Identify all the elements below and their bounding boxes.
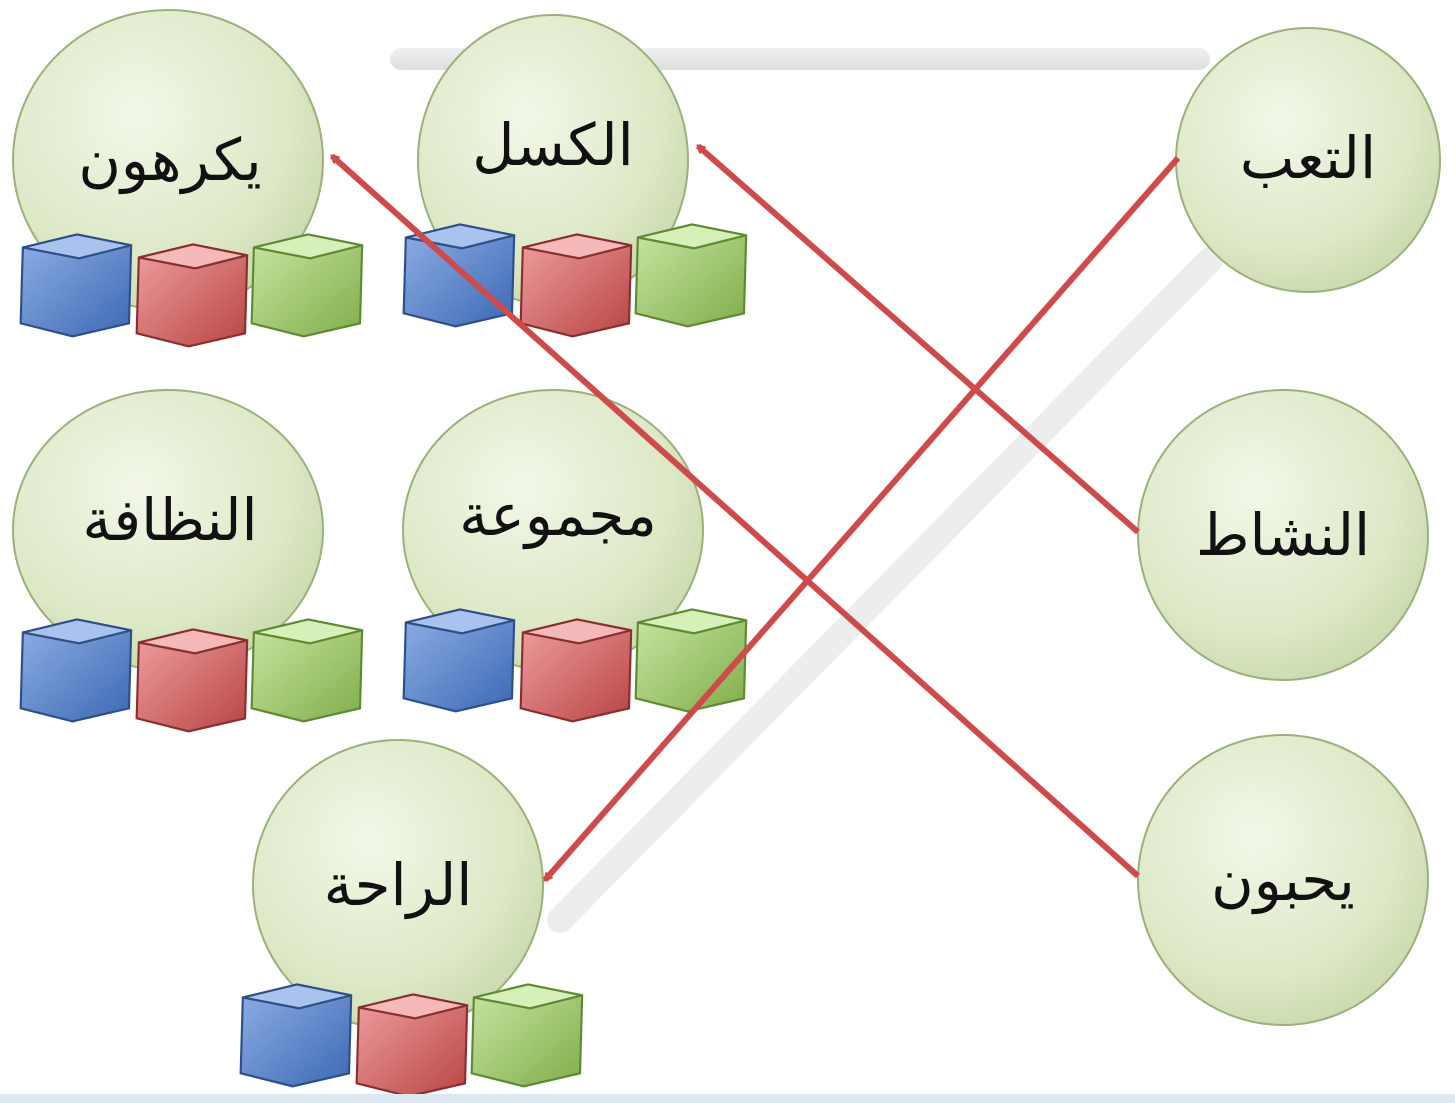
blue-cube-icon — [19, 618, 133, 723]
green-cube-icon — [634, 608, 748, 713]
left-node-group-3: النظافة — [12, 389, 364, 733]
left-node-group-1: يكرهون — [12, 9, 364, 348]
node-circle-right-2 — [1137, 389, 1429, 681]
right-node-group-2: النشاط — [1137, 389, 1429, 681]
node-label-left-3[interactable]: النظافة — [82, 486, 257, 554]
blue-cube-icon — [402, 608, 516, 713]
red-cube-icon — [519, 233, 633, 338]
node-label-left-2[interactable]: الكسل — [472, 111, 633, 179]
node-label-right-3[interactable]: يحبون — [1211, 846, 1355, 915]
node-label-left-5[interactable]: الراحة — [324, 851, 473, 920]
node-label-right-2[interactable]: النشاط — [1196, 501, 1370, 569]
left-node-group-2: الكسل — [402, 14, 748, 338]
green-cube-icon — [250, 618, 364, 723]
green-cube-icon — [470, 983, 584, 1088]
red-cube-icon — [135, 243, 249, 348]
left-node-group-4: مجموعة — [402, 389, 748, 723]
connection-arrow-r3-l1[interactable] — [332, 153, 1140, 879]
node-label-right-1[interactable]: التعب — [1240, 124, 1376, 192]
decorative-shadow-streak — [547, 247, 1223, 933]
left-node-group-5: الراحة — [239, 739, 584, 1098]
blue-cube-icon — [239, 983, 353, 1088]
connection-arrow-r1-l5[interactable] — [542, 156, 1181, 880]
node-circle-right-3 — [1137, 734, 1429, 1026]
node-label-left-1[interactable]: يكرهون — [78, 126, 261, 195]
blue-cube-icon — [19, 233, 133, 338]
bottom-border-bar — [0, 1094, 1455, 1103]
connection-arrow-r2-l2[interactable] — [698, 143, 1140, 535]
right-node-group-3: يحبون — [1137, 734, 1429, 1026]
red-cube-icon — [135, 628, 249, 733]
connections — [332, 143, 1181, 880]
red-cube-icon — [519, 618, 633, 723]
green-cube-icon — [250, 233, 364, 338]
blue-cube-icon — [402, 223, 516, 328]
red-cube-icon — [355, 993, 469, 1098]
right-node-group-1: التعب — [1175, 27, 1441, 293]
node-label-left-4[interactable]: مجموعة — [459, 481, 657, 550]
green-cube-icon — [634, 223, 748, 328]
